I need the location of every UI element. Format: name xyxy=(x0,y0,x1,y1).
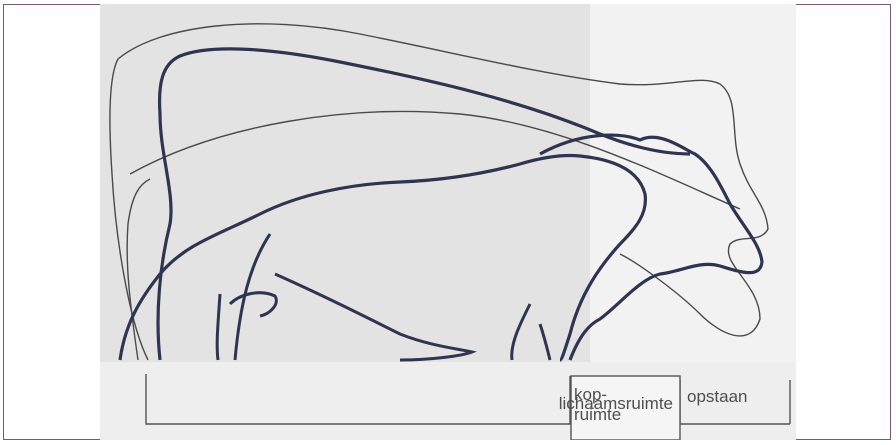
label-head-space: kop- ruimte xyxy=(574,385,684,425)
label-head-space-line1: kop- xyxy=(574,385,684,405)
label-head-space-line2: ruimte xyxy=(574,405,684,425)
label-rising: opstaan xyxy=(687,387,748,407)
cow-space-diagram: lichaamsruimte kop- ruimte opstaan xyxy=(100,4,796,440)
